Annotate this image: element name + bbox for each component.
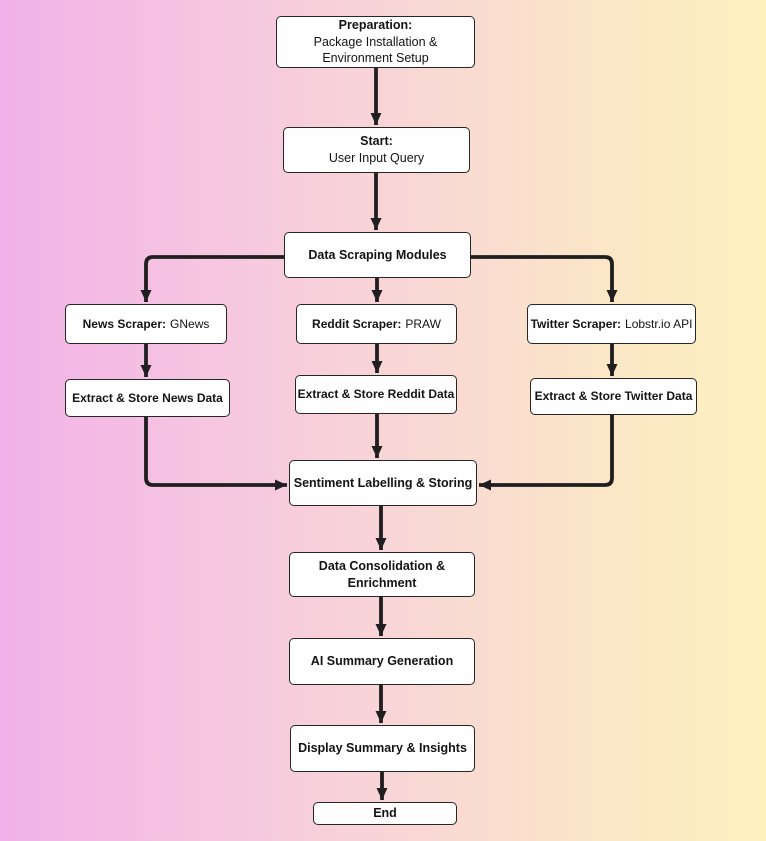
- node-sentiment-labelling: Sentiment Labelling & Storing: [289, 460, 477, 506]
- node-ai-summary-generation: AI Summary Generation: [289, 638, 475, 685]
- node-label: Extract & Store Reddit Data: [297, 387, 455, 402]
- node-label: Start:: [360, 134, 393, 149]
- node-detail: GNews: [170, 316, 210, 331]
- node-label: Data Scraping Modules: [308, 247, 447, 262]
- node-label: Preparation:: [338, 17, 413, 32]
- node-label: Data Consolidation & Enrichment: [318, 558, 446, 590]
- node-data-scraping-modules: Data Scraping Modules: [284, 232, 471, 278]
- edge-scraping-news: [140, 255, 284, 302]
- node-detail: User Input Query: [328, 151, 425, 165]
- node-data-consolidation: Data Consolidation & Enrichment: [289, 552, 475, 597]
- node-end: End: [313, 802, 457, 825]
- node-label: AI Summary Generation: [310, 654, 454, 669]
- node-extract-store-twitter: Extract & Store Twitter Data: [530, 378, 697, 415]
- node-label: Sentiment Labelling & Storing: [293, 475, 473, 490]
- edge-extract-news-sentiment: [144, 417, 287, 491]
- node-detail: Package Installation & Environment Setup: [313, 34, 438, 66]
- node-twitter-scraper: Twitter Scraper: Lobstr.io API: [527, 304, 696, 344]
- node-label: Reddit Scraper:: [312, 316, 402, 331]
- node-label: Twitter Scraper:: [530, 316, 622, 331]
- node-extract-store-news: Extract & Store News Data: [65, 379, 230, 417]
- node-label: Extract & Store Twitter Data: [534, 389, 693, 404]
- edge-extract-twitter-sentiment: [479, 415, 614, 491]
- node-news-scraper: News Scraper: GNews: [65, 304, 227, 344]
- node-label: Extract & Store News Data: [72, 390, 223, 405]
- node-preparation: Preparation: Package Installation & Envi…: [276, 16, 475, 68]
- node-detail: PRAW: [405, 316, 441, 331]
- node-label: Display Summary & Insights: [298, 741, 467, 756]
- node-label: News Scraper:: [82, 316, 167, 331]
- node-label: End: [373, 806, 397, 821]
- node-reddit-scraper: Reddit Scraper: PRAW: [296, 304, 457, 344]
- node-display-summary-insights: Display Summary & Insights: [290, 725, 475, 772]
- edge-scraping-twitter: [471, 255, 618, 302]
- node-start: Start: User Input Query: [283, 127, 470, 173]
- node-detail: Lobstr.io API: [625, 316, 693, 331]
- node-extract-store-reddit: Extract & Store Reddit Data: [295, 375, 457, 414]
